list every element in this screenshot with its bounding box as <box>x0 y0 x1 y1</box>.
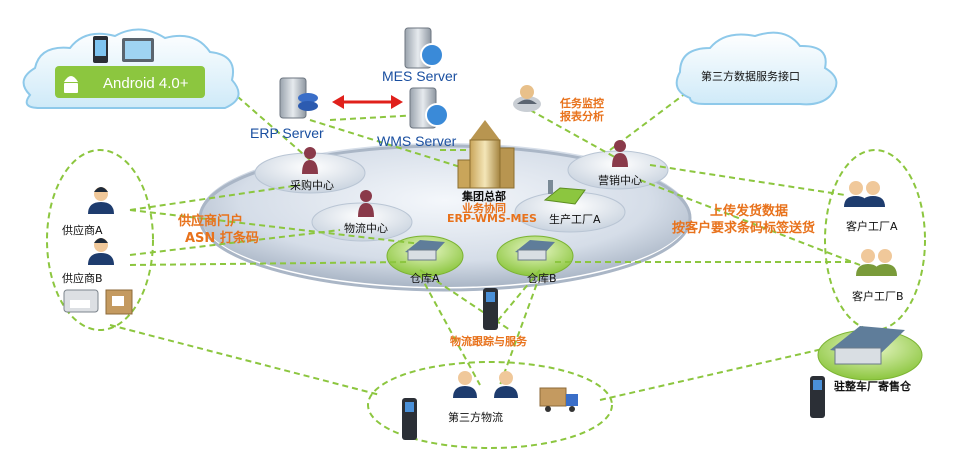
purchase-center-label: 采购中心 <box>290 179 334 192</box>
mes-server-label: MES Server <box>382 68 458 84</box>
monitor-person-icon <box>513 85 541 112</box>
customer-b-person-icon <box>856 249 897 276</box>
factory-icon <box>543 180 586 205</box>
hq-coop-label: 业务协同 <box>462 202 506 215</box>
erp-server-label: ERP Server <box>250 125 324 141</box>
customer-b-label: 客户工厂B <box>852 290 904 303</box>
wms-server-icon <box>409 87 449 129</box>
erp-server-icon <box>279 77 318 119</box>
warehouse-b-icon <box>515 240 555 261</box>
scanner-consignment-icon <box>810 376 825 418</box>
sales-person-icon <box>612 140 628 167</box>
android-label: Android 4.0+ <box>103 75 189 92</box>
warehouse-a-label: 仓库A <box>410 272 440 285</box>
consignment-warehouse-icon <box>817 326 923 381</box>
customer-a-label: 客户工厂A <box>846 220 898 233</box>
logistics-group-outline <box>367 361 613 449</box>
truck-icon <box>539 387 578 412</box>
monitor-label-2: 报表分析 <box>560 110 604 123</box>
supplier-b-person-icon <box>88 238 114 265</box>
customer-barcode-label: 按客户要求条码标签送货 <box>672 221 816 236</box>
hq-label: 集团总部 <box>462 190 506 203</box>
factory-a-label: 生产工厂A <box>549 213 601 226</box>
supplier-b-label: 供应商B <box>62 272 103 285</box>
upload-shipping-label: 上传发货数据 <box>710 204 789 219</box>
supplier-portal-label: 供应商门户 <box>178 214 244 229</box>
phone-icon <box>93 36 108 63</box>
monitor-label-1: 任务监控 <box>560 97 604 110</box>
sales-center-label: 营销中心 <box>598 174 642 187</box>
wms-server-label: WMS Server <box>377 133 457 149</box>
supplier-a-person-icon <box>88 187 114 214</box>
logistics-disc <box>311 202 413 242</box>
third-logistics-label: 第三方物流 <box>448 411 503 424</box>
hq-system-label: ERP-WMS-MES <box>447 212 537 225</box>
thirdparty-cloud <box>675 31 838 106</box>
customer-a-person-icon <box>844 181 885 207</box>
logistics-person-icon <box>358 190 374 217</box>
purchase-person-icon <box>302 147 318 174</box>
consignment-warehouse-label: 驻整车厂寄售仓 <box>834 380 911 393</box>
barcode-box-icon <box>105 289 133 315</box>
supplier-a-label: 供应商A <box>62 224 103 237</box>
logistics-center-label: 物流中心 <box>344 222 388 235</box>
warehouse-a-icon <box>405 240 445 261</box>
tracking-service-label: 物流跟踪与服务 <box>450 335 527 348</box>
tablet-icon <box>122 38 154 62</box>
asn-barcode-label: ASN 打条码 <box>185 231 259 246</box>
logistics-people-icon <box>453 371 518 398</box>
warehouse-b-label: 仓库B <box>527 272 557 285</box>
android-robot-icon <box>64 76 78 93</box>
server-sync-arrow <box>332 95 403 109</box>
scanner-logistics-icon <box>402 398 417 440</box>
supplier-group-outline <box>46 149 154 331</box>
thirdparty-api-label: 第三方数据服务接口 <box>701 70 800 83</box>
hq-building-icon <box>457 120 515 189</box>
label-printer-icon <box>63 289 99 313</box>
mes-server-icon <box>404 27 444 69</box>
scanner-center-icon <box>483 288 498 330</box>
